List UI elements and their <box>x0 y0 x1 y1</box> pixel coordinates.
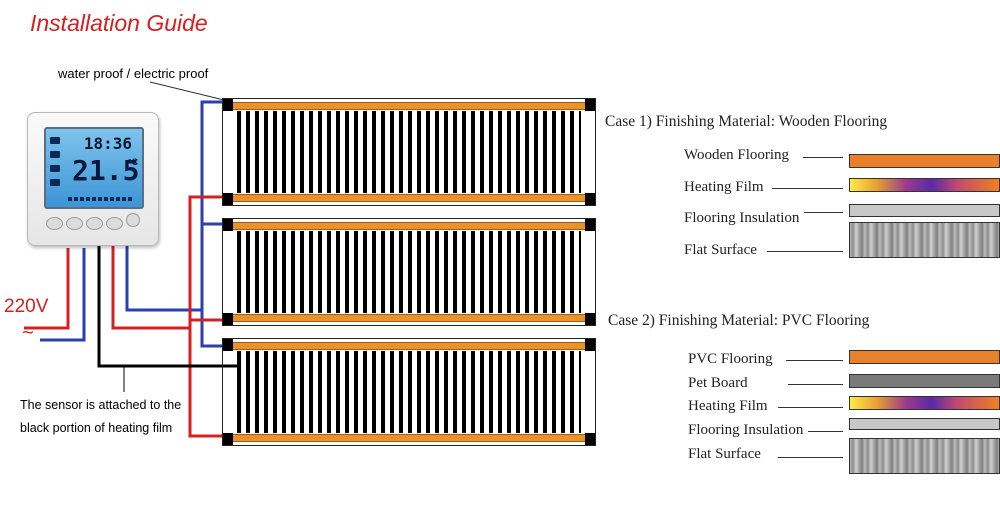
carbon-stripes <box>237 111 581 193</box>
case-1-layer-label: Flat Surface <box>684 242 757 258</box>
leader-line <box>788 384 843 385</box>
case-2-layer-label: Flat Surface <box>688 446 761 462</box>
leader-line <box>778 407 843 408</box>
terminal-cap <box>585 433 595 445</box>
layer-bar-flooring-insulation <box>849 418 1000 430</box>
carbon-stripes <box>237 351 581 433</box>
ac-symbol: ~ <box>22 322 34 344</box>
supply-neutral-wire <box>40 248 86 342</box>
leader-line <box>767 251 843 252</box>
live-bus <box>188 195 222 438</box>
heating-film-1 <box>222 98 596 206</box>
leader-line <box>804 212 843 213</box>
case-1-layer-label: Flooring Insulation <box>684 210 800 226</box>
schedule-icon <box>50 165 60 172</box>
lcd-temperature: 21.5 <box>72 154 140 187</box>
leader-line <box>778 457 843 458</box>
case-1-layer-label: Wooden Flooring <box>684 147 790 163</box>
heating-film-3 <box>222 338 596 446</box>
terminal-cap <box>585 219 595 231</box>
heat-icon <box>50 151 60 158</box>
leader-line <box>772 188 843 189</box>
terminal-cap <box>223 99 233 111</box>
pointer-line <box>149 81 225 101</box>
terminal-cap <box>585 193 595 205</box>
lcd-time: 18:36 <box>83 134 132 153</box>
layer-bar-flooring-insulation <box>849 204 1000 217</box>
case-2-layer-label: Heating Film <box>688 398 768 414</box>
terminal-cap <box>585 99 595 111</box>
terminal-cap <box>223 339 233 351</box>
layer-bar-heating-film <box>849 178 1000 192</box>
case-2-title: Case 2) Finishing Material: PVC Flooring <box>608 312 870 329</box>
copper-bus-bottom <box>233 434 585 442</box>
supply-live-wire <box>24 248 70 330</box>
carbon-stripes <box>237 231 581 313</box>
layer-bar-flat-surface <box>849 222 1000 258</box>
layer-bar-pvc-flooring <box>849 350 1000 364</box>
thermostat: 18:36 21.5 °C <box>27 112 159 246</box>
thermostat-button-2[interactable] <box>66 217 83 230</box>
case-1-layer-label: Heating Film <box>684 179 764 195</box>
layer-bar-heating-film <box>849 396 1000 410</box>
output-live-wire <box>111 240 190 330</box>
leader-line <box>803 157 843 158</box>
terminal-cap <box>223 193 233 205</box>
thermostat-button-4[interactable] <box>106 217 123 230</box>
copper-bus-top <box>233 222 585 230</box>
case-2-layer-label: Flooring Insulation <box>688 422 804 438</box>
waterproof-label: water proof / electric proof <box>58 66 209 81</box>
terminal-cap <box>223 433 233 445</box>
leader-line <box>808 431 843 432</box>
terminal-cap <box>585 339 595 351</box>
copper-bus-top <box>233 102 585 110</box>
lock-icon <box>50 179 60 186</box>
sensor-note: The sensor is attached to the black port… <box>20 398 182 435</box>
copper-bus-bottom <box>233 194 585 202</box>
layer-bar-pet-board <box>849 374 1000 388</box>
thermostat-lcd: 18:36 21.5 °C <box>44 127 144 209</box>
lcd-unit: °C <box>128 157 139 167</box>
output-neutral-wire <box>125 236 202 312</box>
terminal-cap <box>585 313 595 325</box>
layer-bar-flat-surface <box>849 438 1000 474</box>
leader-line <box>786 360 843 361</box>
lcd-program-bar <box>68 197 134 201</box>
copper-bus-bottom <box>233 314 585 322</box>
sensor-wire <box>97 244 288 368</box>
page-title: Installation Guide <box>30 10 208 36</box>
case-1-title: Case 1) Finishing Material: Wooden Floor… <box>605 113 888 130</box>
heating-film-2 <box>222 218 596 326</box>
case-2-layer-label: PVC Flooring <box>688 351 773 367</box>
thermostat-button-3[interactable] <box>86 217 103 230</box>
thermostat-button-1[interactable] <box>46 217 63 230</box>
layer-bar-wooden-flooring <box>849 154 1000 168</box>
power-button[interactable] <box>126 213 140 227</box>
case-2-layer-label: Pet Board <box>688 375 748 391</box>
voltage-label: 220V <box>4 296 49 317</box>
terminal-cap <box>223 313 233 325</box>
terminal-cap <box>223 219 233 231</box>
mode-icon <box>50 137 60 144</box>
copper-bus-top <box>233 342 585 350</box>
